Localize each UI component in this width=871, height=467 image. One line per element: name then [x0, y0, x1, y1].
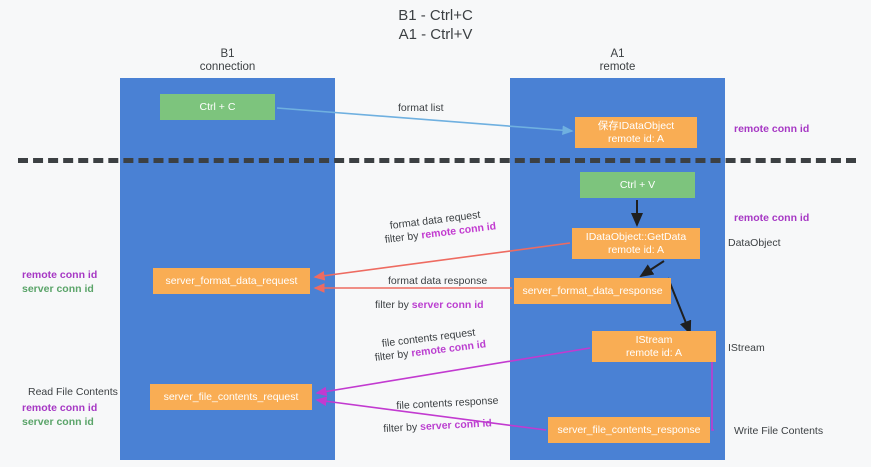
node-save-idataobject[interactable]: 保存IDataObject remote id: A — [575, 117, 697, 148]
annotation-left-remote-conn-id: remote conn id — [22, 269, 98, 281]
annotation-right-remote-conn-top: remote conn id — [734, 123, 810, 135]
annotation-left-remote-conn-id-2: remote conn id — [22, 402, 98, 414]
annotation-right-remote-conn-mid: remote conn id — [734, 212, 810, 224]
edge-label-file-contents-response-filter: filter by server conn id — [383, 416, 492, 436]
node-ctrl-c[interactable]: Ctrl + C — [160, 94, 275, 120]
node-idataobject-getdata[interactable]: IDataObject::GetData remote id: A — [572, 228, 700, 259]
annotation-left-conn-ids-2: remote conn id server conn id — [22, 401, 97, 429]
node-ctrl-v[interactable]: Ctrl + V — [580, 172, 695, 198]
node-server-file-contents-request[interactable]: server_file_contents_request — [150, 384, 312, 410]
node-server-format-data-response[interactable]: server_format_data_response — [514, 278, 671, 304]
filter-key-server-conn-id: server conn id — [419, 417, 493, 434]
filter-prefix: filter by — [383, 421, 421, 435]
column-header-a1: A1 remote — [599, 48, 636, 73]
annotation-right-dataobject: DataObject — [728, 237, 781, 249]
edge-label-format-data-response-filter: filter by server conn id — [375, 298, 484, 312]
edge-label-format-data-response: format data response — [388, 275, 488, 287]
phase-divider — [18, 158, 856, 163]
node-server-file-contents-response[interactable]: server_file_contents_response — [548, 417, 710, 443]
filter-prefix: filter by — [374, 347, 413, 364]
annotation-left-server-conn-id: server conn id — [22, 283, 94, 295]
annotation-left-conn-ids: remote conn id server conn id — [22, 268, 97, 296]
node-server-format-data-request[interactable]: server_format_data_request — [153, 268, 310, 294]
page-title: B1 - Ctrl+C A1 - Ctrl+V — [398, 7, 473, 43]
edge-label-format-list: format list — [398, 102, 444, 114]
annotation-right-istream: IStream — [728, 342, 765, 354]
filter-prefix: filter by — [375, 299, 412, 311]
node-istream[interactable]: IStream remote id: A — [592, 331, 716, 362]
annotation-right-write-file-contents: Write File Contents — [734, 425, 824, 437]
edge-label-file-contents-response: file contents response — [396, 394, 499, 412]
annotation-left-read-file-contents: Read File Contents — [28, 386, 118, 398]
filter-prefix: filter by — [384, 229, 423, 246]
column-header-b1: B1 connection — [199, 48, 256, 73]
annotation-left-server-conn-id-2: server conn id — [22, 416, 94, 428]
filter-key-server-conn-id: server conn id — [411, 299, 484, 311]
